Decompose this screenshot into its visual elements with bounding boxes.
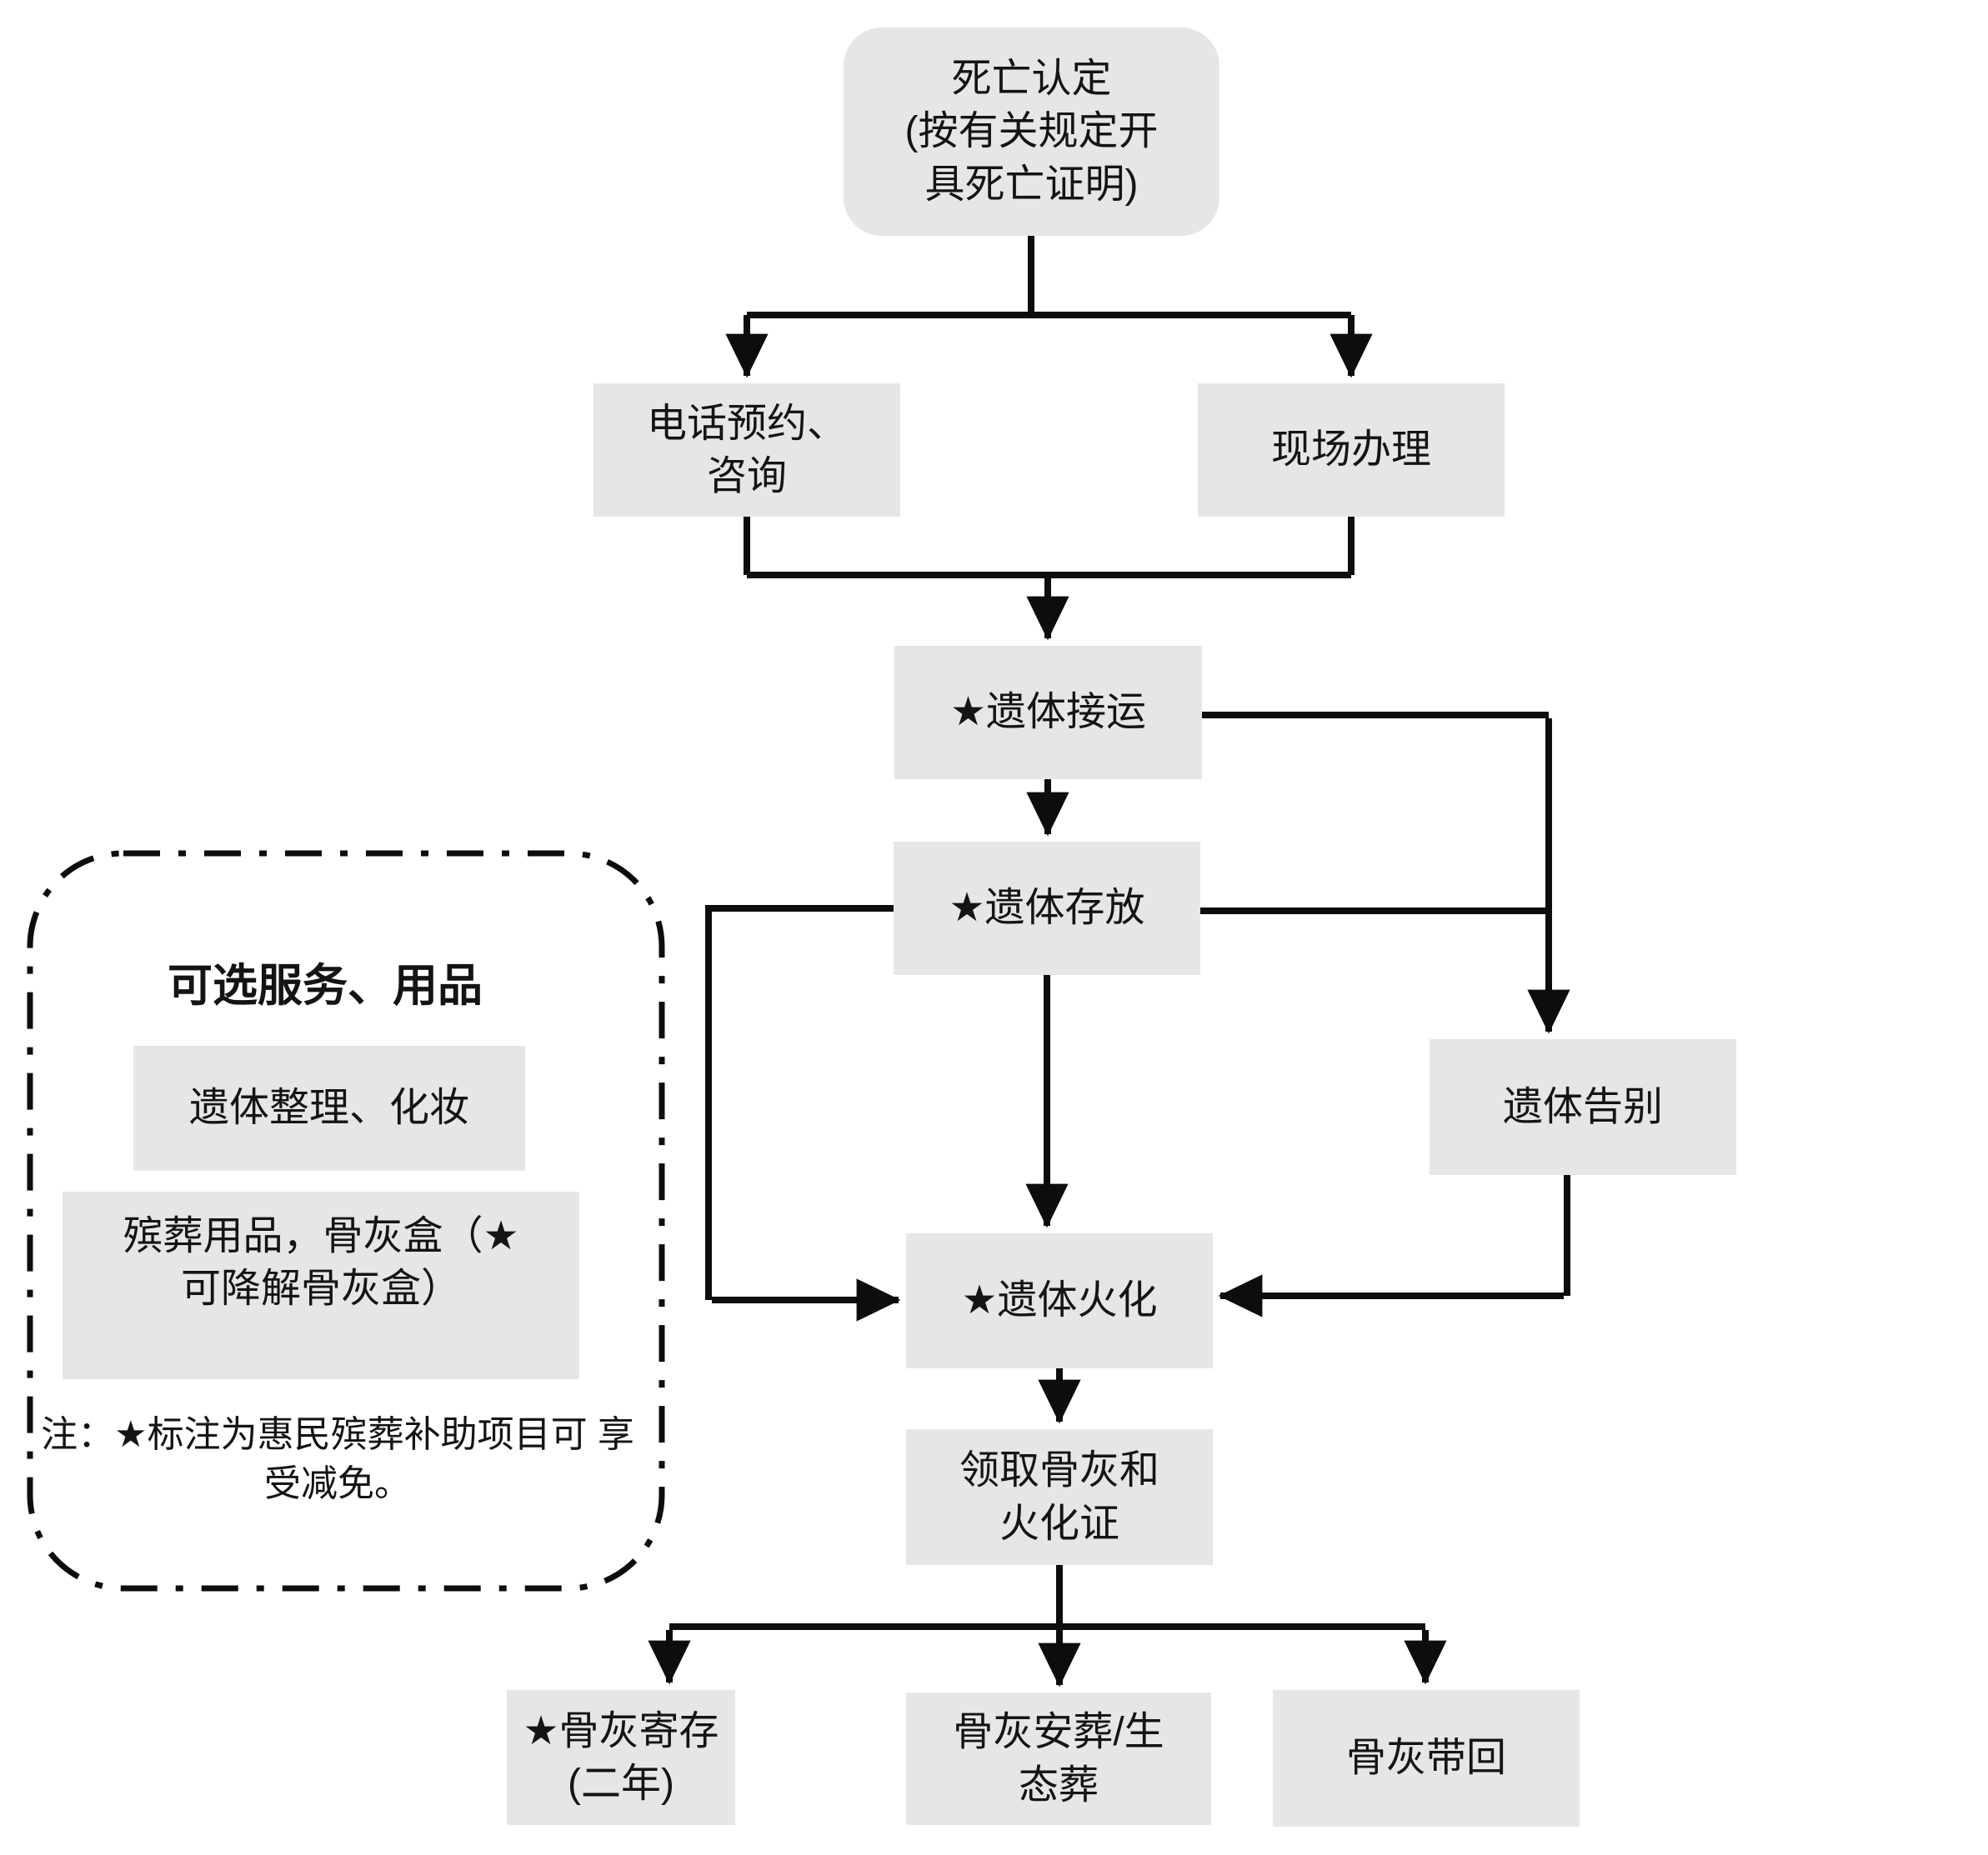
node-onsite-handling: 现场办理 [1198,383,1505,517]
node-ash-burial: 骨灰安葬/生 态葬 [906,1692,1211,1825]
node-onsite-label: 现场办理 [1270,428,1431,472]
node-death-line2: (按有关规定开 [904,109,1159,154]
optional-item-body-preparation: 遗体整理、化妆 [133,1046,525,1171]
node-receive-line1: 领取骨灰和 [959,1448,1159,1493]
node-body-storage: ★遗体存放 [894,842,1200,975]
optional-item2-line1: 殡葬用品，骨灰盒（★ [123,1214,519,1258]
node-body-cremation: ★遗体火化 [906,1233,1213,1368]
optional-panel-note: 注：★标注为惠民殡葬补助项目可 享受减免。 [38,1410,638,1509]
edge-death-split [747,236,1351,318]
node-phone-appointment: 电话预约、 咨询 [593,383,900,517]
edge-bottom-bar [669,1565,1425,1630]
node-ash-burial-line1: 骨灰安葬/生 [953,1710,1164,1755]
node-body-farewell: 遗体告别 [1430,1039,1736,1175]
node-phone-line2: 咨询 [706,454,787,498]
node-death-certification: 死亡认定 (按有关规定开 具死亡证明) [844,28,1219,236]
optional-item2-line2: 可降解骨灰盒） [180,1267,461,1312]
node-ash-storage: ★骨灰寄存 (二年) [507,1690,735,1825]
node-body-transport: ★遗体接运 [894,646,1202,779]
node-ash-takehome-label: 骨灰带回 [1345,1736,1506,1781]
node-ash-burial-line2: 态葬 [1018,1762,1099,1808]
node-receive-line2: 火化证 [999,1501,1119,1546]
note-line2: 享受减免。 [264,1414,634,1505]
edge-right-to-farewell [1200,712,1549,914]
node-ash-storage-line2: (二年) [568,1762,674,1806]
node-death-line1: 死亡认定 [951,56,1112,101]
node-farewell-label: 遗体告别 [1502,1084,1663,1129]
node-death-line3: 具死亡证明) [924,162,1139,207]
edge-left-bypass [705,905,894,1300]
optional-panel-border [27,850,665,1592]
note-line1: 注：★标注为惠民殡葬补助项目可 [41,1414,588,1455]
node-storage-label: ★遗体存放 [949,886,1145,931]
edge-merge-bar [744,517,1355,578]
node-ash-takehome: 骨灰带回 [1273,1690,1580,1827]
node-receive-ashes: 领取骨灰和 火化证 [906,1429,1213,1565]
node-ash-storage-line1: ★骨灰寄存 [523,1708,719,1753]
node-transport-label: ★遗体接运 [949,690,1147,735]
optional-panel-title: 可选服务、用品 [168,961,483,1011]
optional-item1-label: 遗体整理、化妆 [188,1086,469,1131]
node-cremation-label: ★遗体火化 [961,1278,1158,1323]
node-phone-line1: 电话预约、 [646,401,847,446]
optional-item-funeral-supplies: 殡葬用品，骨灰盒（★ 可降解骨灰盒） [63,1192,579,1379]
